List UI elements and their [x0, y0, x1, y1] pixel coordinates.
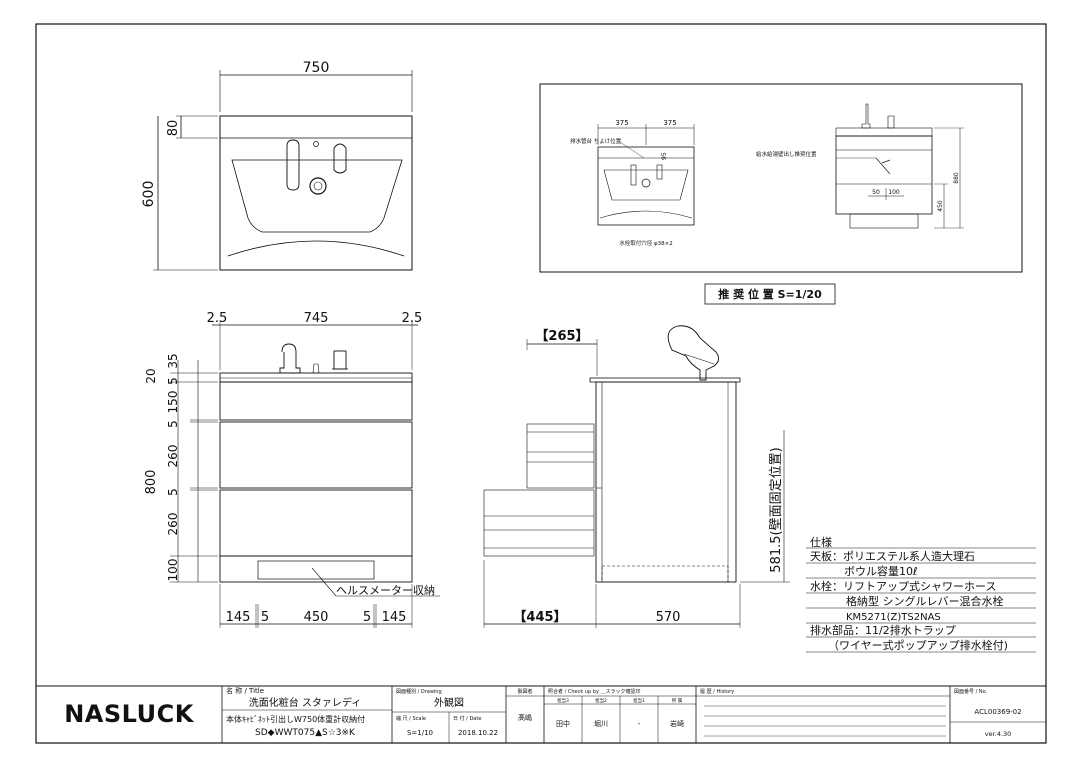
tb-name-line3: SD◆WWT075▲S☆3※K: [255, 728, 356, 738]
drain-icon: [309, 177, 327, 195]
tb-drawing-type: 外観図: [434, 696, 464, 709]
front-elevation: 2.5 745 2.5 ヘルスメーター収納 20 35 5 150: [144, 311, 440, 628]
spec-line-5: KM5271(Z)TS2NAS: [846, 612, 941, 623]
health-meter-label: ヘルスメーター収納: [336, 584, 435, 597]
tb-drawn-value: 髙嶋: [518, 713, 532, 722]
dim-left-gap: 2.5: [207, 311, 228, 326]
tb-version: ver.4.30: [985, 730, 1011, 738]
rec-dim-450: 450: [937, 200, 944, 212]
tb-check-val-3: -: [638, 720, 641, 728]
bdim-145b: 145: [382, 610, 407, 625]
recommended-frame: [539, 83, 1023, 273]
spec-line-4: 格納型 シングルレバー混合水栓: [846, 594, 1004, 608]
rec-dim-375b: 375: [663, 119, 676, 127]
vdim-260a: 260: [166, 445, 180, 468]
rec-dim-95: 95: [661, 152, 668, 160]
tb-check-sub-2: 担当2: [595, 697, 607, 704]
top-counter-outline: [219, 115, 413, 271]
faucet-elevation-icon: [279, 343, 301, 374]
vdim-800: 800: [144, 470, 159, 495]
tb-check-sub-3: 担当1: [633, 697, 645, 704]
drawer-middle: [219, 421, 413, 489]
lever-elevation-icon: [333, 350, 347, 370]
dim-750: 750: [303, 60, 330, 76]
bdim-5a: 5: [261, 610, 269, 625]
faucet-top-icon: [286, 139, 300, 191]
tb-check-val-2: 堀川: [594, 719, 608, 728]
rec-note-drain: 給水給湯壁出し推奨位置: [756, 150, 817, 158]
tb-check-header: 照合者 / Check up by ＿スラック確認印: [548, 688, 641, 695]
rec-dim-880: 880: [953, 172, 960, 184]
tb-name-header: 名 称 / Title: [226, 686, 264, 695]
tb-drawing-header: 図面種別 / Drawing: [396, 688, 442, 695]
dim-600: 600: [141, 181, 157, 208]
tb-check-sub-1: 担当3: [557, 697, 569, 704]
tb-date-value: 2018.10.22: [458, 729, 498, 737]
bdim-5b: 5: [363, 610, 371, 625]
dim-265: 【265】: [535, 328, 588, 344]
drawer-upper: [219, 381, 413, 421]
dim-80: 80: [166, 120, 181, 137]
nasluck-logo: NASLUCK: [64, 700, 194, 728]
plinth: [219, 555, 413, 583]
vdim-20: 20: [144, 368, 158, 383]
tb-no-header: 図面番号 / No.: [954, 688, 988, 695]
rec-dim-375a: 375: [615, 119, 628, 127]
pulled-drawer-upper: [526, 423, 595, 489]
recommended-label-box: [704, 283, 836, 305]
tb-scale-value: S=1/10: [407, 729, 433, 737]
vdim-35: 35: [166, 353, 180, 368]
rec-note-hole: 水栓取付穴径 φ38×2: [619, 239, 672, 247]
dim-745: 745: [304, 311, 329, 326]
rec-dim-50: 50: [872, 189, 880, 196]
top-view: 750 80 600: [141, 60, 413, 271]
rec-note-faucet: 排水管台 ちよけ位置: [570, 137, 622, 145]
vdim-5b: 5: [166, 420, 180, 428]
vdim-100: 100: [166, 559, 180, 582]
vdim-5c: 5: [166, 488, 180, 496]
spec-line-2: ボウル容量10ℓ: [844, 564, 918, 578]
dim-wall-fix: 581.5(壁面固定位置): [769, 447, 784, 572]
spec-line-6: 排水部品：11/2排水トラップ: [810, 623, 956, 637]
spec-line-7: （ワイヤー式ポップアップ排水栓付): [828, 638, 1008, 652]
rec-faucet-side-icon: [861, 103, 871, 129]
tb-check-sub-4: 所 属: [672, 697, 683, 704]
rec-dim-100: 100: [888, 189, 900, 196]
vdim-5a: 5: [166, 377, 180, 385]
specs-title: 仕様: [810, 535, 832, 549]
tb-date-header: 日 付 / Date: [453, 715, 481, 722]
spec-line-1: 天板：ポリエステル系人造大理石: [810, 549, 975, 563]
bdim-145a: 145: [226, 610, 251, 625]
tb-scale-header: 縮 尺 / Scale: [396, 715, 426, 722]
tb-name-line1: 洗面化粧台 スタァレディ: [249, 696, 361, 709]
tb-check-val-4: 岩崎: [670, 719, 684, 728]
lever-top-icon: [333, 143, 347, 174]
tb-history-header: 履 歴 / History: [700, 689, 734, 695]
specs-block: 仕様 天板：ポリエステル系人造大理石 ボウル容量10ℓ 水栓：リフトアップ式シャ…: [806, 535, 1036, 653]
side-view: 【265】 【445】 570 581.5(壁面固定位置): [483, 325, 790, 628]
tb-check-val-1: 田中: [556, 719, 570, 728]
tb-name-line2: 本体ｷｬﾋﾞﾈｯﾄ引出しW750体重計収納付: [226, 714, 365, 724]
dim-right-gap: 2.5: [402, 311, 423, 326]
bowl-outline: [231, 159, 403, 233]
spec-line-3: 水栓：リフトアップ式シャワーホース: [810, 579, 996, 593]
bdim-450: 450: [304, 610, 329, 625]
dim-445: 【445】: [513, 609, 566, 625]
recommended-position: 375 375 95 排水管台 ちよけ位置 水栓取付穴径 φ38×2 給水給湯壁…: [539, 83, 1023, 305]
tb-doc-no: ACL00369-02: [974, 708, 1021, 716]
recommended-label: 推 奨 位 置 S=1/20: [718, 287, 822, 301]
counter-top: [219, 372, 413, 383]
title-block: NASLUCK 名 称 / Title 洗面化粧台 スタァレディ 本体ｷｬﾋﾞﾈ…: [35, 685, 1047, 744]
tb-drawn-header: 製図者: [517, 688, 532, 695]
vdim-150: 150: [166, 391, 180, 414]
side-cabinet: [595, 381, 737, 583]
pulled-drawer-lower: [483, 489, 595, 557]
health-meter-storage: [257, 560, 375, 580]
vdim-260b: 260: [166, 513, 180, 536]
dim-570: 570: [656, 610, 681, 625]
drawer-lower: [219, 489, 413, 557]
shower-faucet-icon: [667, 325, 719, 381]
